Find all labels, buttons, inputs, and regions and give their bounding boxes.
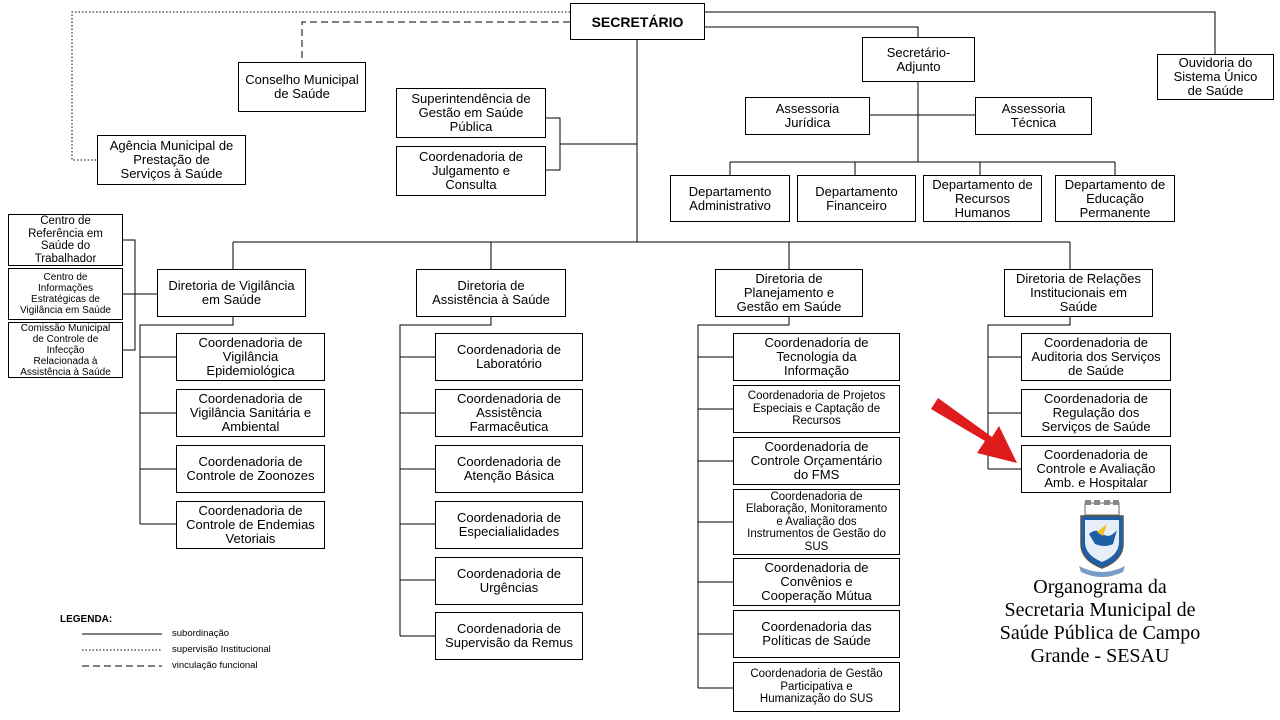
assessoria-juridica-box: Assessoria Jurídica — [745, 97, 870, 135]
departamento-box: Departamento Financeiro — [797, 175, 916, 222]
coordenadoria-box: Coordenadoria de Vigilância Epidemiológi… — [176, 333, 325, 381]
coordenadoria-box: Coordenadoria de Vigilância Sanitária e … — [176, 389, 325, 437]
assessoria-tecnica-box: Assessoria Técnica — [975, 97, 1092, 135]
legend-label: supervisão Institucional — [172, 644, 271, 655]
coordenadoria-box: Coordenadoria das Políticas de Saúde — [733, 610, 900, 658]
caption: Organograma da Secretaria Municipal de S… — [999, 576, 1201, 667]
coordenadoria-box: Coordenadoria de Urgências — [435, 557, 583, 605]
departamento-box: Departamento de Recursos Humanos — [923, 175, 1042, 222]
coordenadoria-box: Coordenadoria de Regulação dos Serviços … — [1021, 389, 1171, 437]
legend-label: vinculação funcional — [172, 660, 258, 671]
coordenadoria-box: Coordenadoria de Controle de Zoonozes — [176, 445, 325, 493]
coordenadoria-box: Coordenadoria de Assistência Farmacêutic… — [435, 389, 583, 437]
conselho-box: Conselho Municipal de Saúde — [238, 62, 366, 112]
legend-title: LEGENDA: — [60, 614, 113, 625]
secretario-adjunto-box: Secretário- Adjunto — [862, 37, 975, 82]
coordenadoria-box: Coordenadoria de Especialialidades — [435, 501, 583, 549]
coat-of-arms-icon — [1079, 500, 1125, 577]
coordenadoria-box: Coordenadoria de Elaboração, Monitoramen… — [733, 489, 900, 555]
ouvidoria-box: Ouvidoria do Sistema Único de Saúde — [1157, 54, 1274, 100]
legend-label: subordinação — [172, 628, 230, 639]
departamento-box: Departamento Administrativo — [670, 175, 790, 222]
coordenadoria-box: Coordenadoria de Gestão Participativa e … — [733, 662, 900, 712]
centro-box: Comissão Municipal de Controle de Infecç… — [8, 322, 123, 378]
diretoria-box: Diretoria de Assistência à Saúde — [416, 269, 566, 317]
red-arrow-icon — [931, 398, 1017, 463]
agencia-box: Agência Municipal de Prestação de Serviç… — [97, 135, 246, 185]
coordenadoria-box: Coordenadoria de Controle de Endemias Ve… — [176, 501, 325, 549]
coordenadoria-box: Coordenadoria de Supervisão da Remus — [435, 612, 583, 660]
coordenadoria-box: Coordenadoria de Convênios e Cooperação … — [733, 558, 900, 606]
coordenadoria-box: Coordenadoria de Auditoria dos Serviços … — [1021, 333, 1171, 381]
diretoria-box: Diretoria de Relações Institucionais em … — [1004, 269, 1153, 317]
coord-julgamento-box: Coordenadoria de Julgamento e Consulta — [396, 146, 546, 196]
secretario-box: SECRETÁRIO — [570, 3, 705, 40]
diretoria-box: Diretoria de Planejamento e Gestão em Sa… — [715, 269, 863, 317]
coordenadoria-box: Coordenadoria de Laboratório — [435, 333, 583, 381]
coordenadoria-box: Coordenadoria de Atenção Básica — [435, 445, 583, 493]
superintendencia-box: Superintendência de Gestão em Saúde Públ… — [396, 88, 546, 138]
coordenadoria-box: Coordenadoria de Controle Orçamentário d… — [733, 437, 900, 485]
centro-box: Centro de Informações Estratégicas de Vi… — [8, 268, 123, 320]
centro-box: Centro de Referência em Saúde do Trabalh… — [8, 214, 123, 266]
coordenadoria-box: Coordenadoria de Tecnologia da Informaçã… — [733, 333, 900, 381]
coordenadoria-box: Coordenadoria de Controle e Avaliação Am… — [1021, 445, 1171, 493]
departamento-box: Departamento de Educação Permanente — [1055, 175, 1175, 222]
diretoria-box: Diretoria de Vigilância em Saúde — [157, 269, 306, 317]
coordenadoria-box: Coordenadoria de Projetos Especiais e Ca… — [733, 385, 900, 433]
